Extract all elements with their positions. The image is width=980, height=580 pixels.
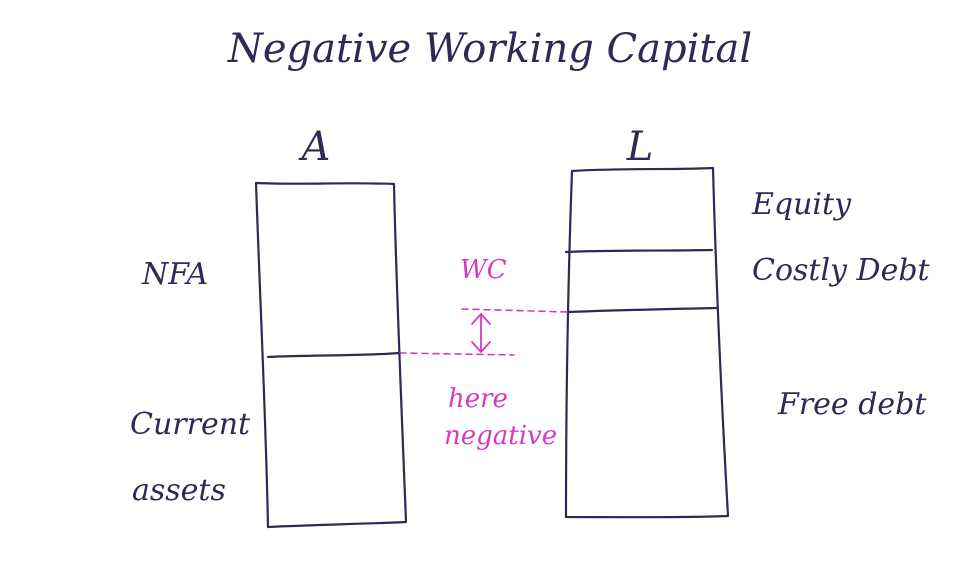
- current-assets-label-line2: assets: [132, 473, 226, 508]
- wc-top-dashed-line: [461, 308, 569, 313]
- liabilities-box: [564, 166, 730, 519]
- free-debt-label: Free debt: [777, 387, 927, 422]
- costly-debt-label: Costly Debt: [752, 253, 931, 288]
- wc-label: WC: [460, 255, 507, 285]
- diagram-ink: Negative Working Capital A L NFA Current…: [130, 26, 931, 529]
- assets-divider: [266, 351, 402, 359]
- assets-heading: A: [298, 124, 331, 170]
- diagram-title: Negative Working Capital: [227, 26, 752, 72]
- equity-divider: [564, 248, 714, 254]
- double-headed-arrow-icon: [471, 313, 491, 353]
- note-line1: here: [448, 384, 508, 414]
- assets-box: [254, 181, 408, 529]
- current-assets-label-line1: Current: [130, 407, 251, 442]
- equity-label: Equity: [751, 187, 852, 222]
- costly-debt-divider: [566, 306, 720, 314]
- liabilities-heading: L: [626, 124, 654, 170]
- nfa-label: NFA: [141, 257, 208, 292]
- note-line2: negative: [444, 421, 557, 451]
- wc-bottom-dashed-line: [399, 352, 515, 356]
